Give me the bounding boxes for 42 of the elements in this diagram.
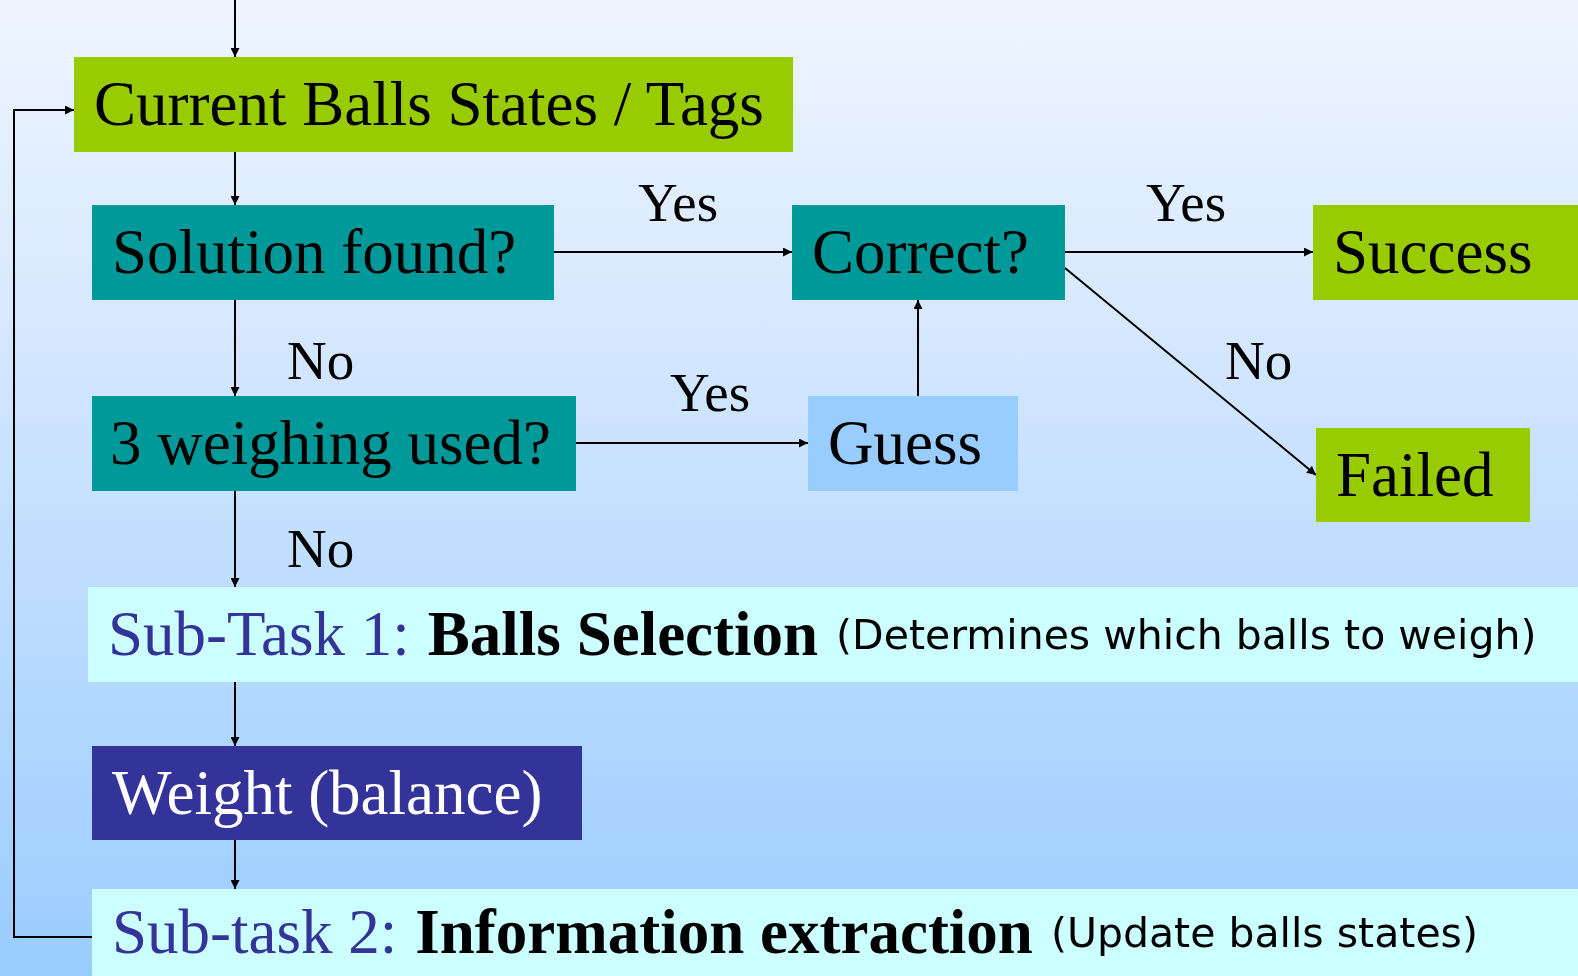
edge-label: Yes: [1146, 175, 1227, 230]
arrow: [230, 299, 240, 397]
decision-box: [92, 205, 554, 300]
task-description: (Update balls states): [1050, 908, 1478, 957]
task-description: (Determines which balls to weigh): [836, 610, 1537, 659]
arrow: [1064, 267, 1317, 476]
arrow: [1064, 247, 1314, 257]
arrow: [230, 681, 240, 747]
edge-label: No: [1225, 333, 1293, 388]
box-label: Correct?: [812, 216, 1029, 289]
arrow: [13, 105, 93, 938]
process-box: [92, 746, 582, 840]
process-box: [1313, 205, 1578, 300]
arrow: [913, 299, 923, 397]
task-box: [92, 889, 1578, 976]
task-title: Information extraction: [415, 896, 1033, 969]
process-box: [808, 396, 1018, 491]
task-label: Sub-Task 1:: [108, 598, 410, 671]
edge-label: Yes: [638, 175, 719, 230]
box-label: 3 weighing used?: [110, 407, 551, 480]
arrow: [230, 0, 240, 58]
task-box: [88, 587, 1578, 682]
box-label: Success: [1333, 216, 1533, 289]
arrow: [230, 839, 240, 890]
task-title: Balls Selection: [427, 598, 819, 671]
task-label: Sub-task 2:: [112, 896, 398, 969]
decision-box: [92, 396, 576, 491]
edge-label: No: [287, 521, 355, 576]
box-label: Weight (balance): [112, 756, 543, 830]
arrow: [575, 438, 809, 448]
arrow: [230, 151, 240, 206]
box-label: Solution found?: [112, 216, 517, 289]
box-label: Failed: [1336, 438, 1494, 512]
box-label: Guess: [828, 407, 982, 480]
arrow: [553, 247, 793, 257]
arrow: [230, 490, 240, 588]
process-box: [1316, 428, 1530, 522]
box-label: Current Balls States / Tags: [94, 68, 764, 141]
process-box: [74, 57, 793, 152]
decision-box: [792, 205, 1065, 300]
edge-label: No: [287, 333, 355, 388]
edge-label: Yes: [670, 365, 751, 420]
